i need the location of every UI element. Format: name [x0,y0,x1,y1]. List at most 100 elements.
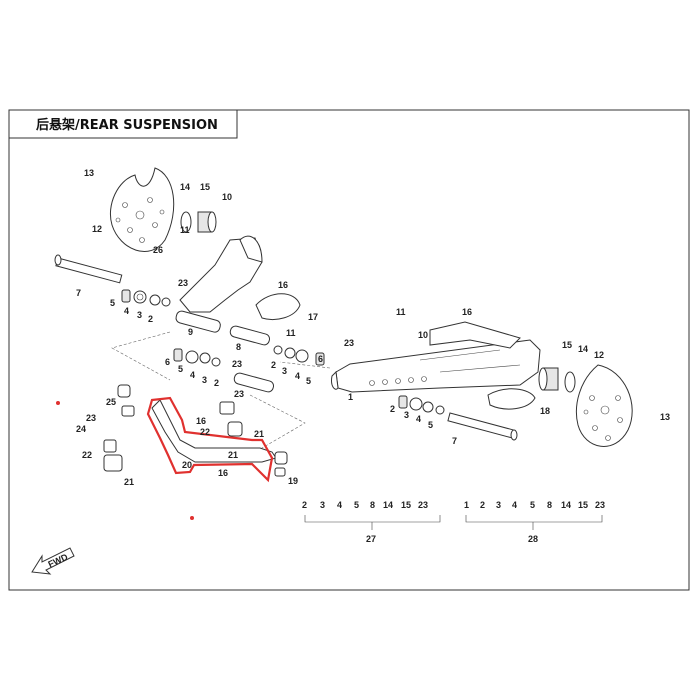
callout: 4 [416,414,421,424]
callout: 18 [540,406,550,416]
callout: 3 [282,366,287,376]
callout: 10 [418,330,428,340]
callout: 6 [318,354,323,364]
callout: 14 [180,182,190,192]
callout: 6 [165,357,170,367]
callout: 13 [660,412,670,422]
forward-arrow-icon: FWD [31,547,75,575]
kit-28-item: 15 [578,500,588,510]
callout: 4 [190,370,195,380]
callout: 16 [462,307,472,317]
callout: 15 [200,182,210,192]
kit-28-item: 23 [595,500,605,510]
kit-28-items: 1 2 3 4 5 8 14 15 23 28 [464,500,605,544]
callout: 12 [594,350,604,360]
callout: 3 [202,375,207,385]
caliper-guard-17 [255,293,301,320]
callout: 5 [428,420,433,430]
kit-27-item: 23 [418,500,428,510]
callout: 5 [306,376,311,386]
kit-28-item: 4 [512,500,517,510]
kit-27-item: 15 [401,500,411,510]
callout: 23 [344,338,354,348]
callout: 5 [110,298,115,308]
kit-27-items: 2 3 4 5 8 14 15 23 27 [302,500,428,544]
kit-27-bracket [304,515,441,530]
callout: 20 [182,460,192,470]
title-box [9,109,238,139]
callout: 5 [178,364,183,374]
stabilizer-highlight [146,396,274,483]
callout: 7 [452,436,457,446]
brake-disc-right [575,364,633,447]
kit-28-item: 2 [480,500,485,510]
callout: 3 [137,310,142,320]
callout: 21 [254,429,264,439]
kit-27-item: 3 [320,500,325,510]
bushing-row-upper [121,289,171,307]
callout: 16 [196,416,206,426]
callout: 23 [232,359,242,369]
axle-7-right [447,412,515,439]
kit-28-item: 3 [496,500,501,510]
callout: 21 [124,477,134,487]
callout: 22 [82,450,92,460]
kit-27-item: 2 [302,500,307,510]
guide-lines-left [111,331,331,456]
shaft-8-upper [175,310,221,333]
callout: 4 [124,306,129,316]
callout: 7 [76,288,81,298]
shaft-9 [233,372,275,393]
callout: 2 [214,378,219,388]
callout: 26 [153,245,163,255]
knuckle-bracket-left [179,237,263,313]
callout: 21 [228,450,238,460]
kit-27-label: 27 [366,534,376,544]
circlip-14-right [564,371,576,393]
marker-dot-1 [56,401,60,405]
callout: 3 [404,410,409,420]
callout-labels: 13 12 14 15 10 11 26 23 16 17 11 7 5 4 3… [76,168,670,487]
callout: 23 [86,413,96,423]
callout: 11 [180,225,190,235]
callout: 16 [218,468,228,478]
bushing-row-right [398,395,445,415]
callout: 17 [308,312,318,322]
brake-disc-left [110,167,175,252]
axle-7-left [54,254,123,284]
marker-dot-2 [190,516,194,520]
kit-27-item: 8 [370,500,375,510]
callout: 2 [148,314,153,324]
callout: 16 [278,280,288,290]
bushing-row-middle [173,345,325,367]
kit-28-item: 1 [464,500,469,510]
kit-27-item: 4 [337,500,342,510]
caliper-guard-18 [487,388,536,410]
callout: 2 [271,360,276,370]
callout: 1 [348,392,353,402]
callout: 14 [578,344,588,354]
circlip-14-left [180,211,192,233]
callout: 19 [288,476,298,486]
callout: 8 [236,342,241,352]
kit-27-item: 14 [383,500,393,510]
callout: 11 [286,328,296,338]
callout: 22 [200,427,210,437]
shaft-8-lower [229,325,271,346]
diagram-border [8,109,690,591]
callout: 10 [222,192,232,202]
kit-27-item: 5 [354,500,359,510]
kit-28-item: 14 [561,500,571,510]
swingarm-1 [331,321,541,393]
bracket-clamps [103,384,288,477]
callout: 2 [390,404,395,414]
callout: 23 [234,389,244,399]
callout: 9 [188,327,193,337]
callout: 4 [295,371,300,381]
callout: 25 [106,397,116,407]
callout: 23 [178,278,188,288]
callout: 24 [76,424,86,434]
kit-28-bracket [465,515,603,530]
callout: 12 [92,224,102,234]
